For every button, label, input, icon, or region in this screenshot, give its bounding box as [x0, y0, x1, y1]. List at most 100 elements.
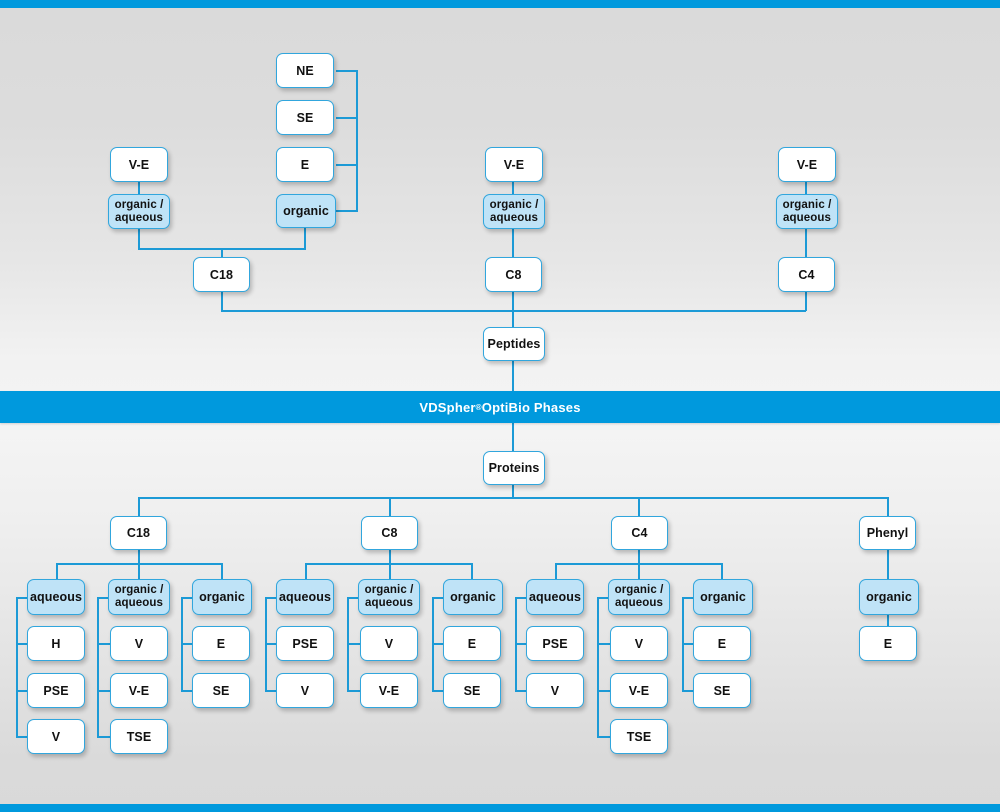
node-label: E [467, 636, 477, 651]
node-c8-top[interactable]: C8 [485, 257, 542, 292]
node-label: SE [212, 683, 230, 698]
connector [432, 597, 445, 599]
node-organic-aqueous-c4-top[interactable]: organic / aqueous [776, 194, 838, 229]
connector [221, 563, 223, 580]
node-se[interactable]: SE [276, 100, 334, 135]
connector [97, 643, 110, 645]
node-label: C18 [126, 526, 151, 540]
node-se-c8-organic[interactable]: SE [443, 673, 501, 708]
node-e-c4-organic[interactable]: E [693, 626, 751, 661]
connector [265, 690, 278, 692]
connector [887, 615, 889, 628]
node-ve-c18-top[interactable]: V-E [110, 147, 168, 182]
node-proteins[interactable]: Proteins [483, 451, 545, 485]
connector [336, 164, 358, 166]
node-organic-aqueous-c8-top[interactable]: organic / aqueous [483, 194, 545, 229]
node-c8-bottom[interactable]: C8 [361, 516, 418, 550]
node-aqueous-c18[interactable]: aqueous [27, 579, 85, 615]
node-v-c18-aqueous[interactable]: V [27, 719, 85, 754]
connector [221, 291, 223, 311]
node-tse-c4-organic-aqueous[interactable]: TSE [610, 719, 668, 754]
node-label: PSE [292, 636, 318, 651]
node-ve-c4-top[interactable]: V-E [778, 147, 836, 182]
connector [555, 563, 557, 580]
node-tse-c18-organic-aqueous[interactable]: TSE [110, 719, 168, 754]
node-label: V-E [378, 683, 400, 698]
connector [805, 180, 807, 194]
node-label: organic / aqueous [114, 198, 164, 224]
node-label: SE [463, 683, 481, 698]
node-ve-c4-organic-aqueous[interactable]: V-E [610, 673, 668, 708]
node-c18-bottom[interactable]: C18 [110, 516, 167, 550]
node-pse-c8-aqueous[interactable]: PSE [276, 626, 334, 661]
connector [597, 690, 610, 692]
node-label: Peptides [487, 337, 541, 351]
node-organic-phenyl[interactable]: organic [859, 579, 919, 615]
node-aqueous-c4[interactable]: aqueous [526, 579, 584, 615]
node-e-c18-organic[interactable]: E [192, 626, 250, 661]
connector [138, 550, 140, 564]
connector [805, 228, 807, 260]
connector [138, 563, 140, 580]
connector [515, 597, 528, 599]
node-c4-top[interactable]: C4 [778, 257, 835, 292]
node-c4-bottom[interactable]: C4 [611, 516, 668, 550]
node-organic-aqueous-c18-top[interactable]: organic / aqueous [108, 194, 170, 229]
node-e-c8-organic[interactable]: E [443, 626, 501, 661]
registered-mark-icon: ® [475, 402, 482, 412]
connector [638, 563, 640, 580]
node-pse-c4-aqueous[interactable]: PSE [526, 626, 584, 661]
node-e[interactable]: E [276, 147, 334, 182]
node-label: C8 [381, 526, 398, 540]
connector [97, 690, 110, 692]
node-organic-aqueous-c8[interactable]: organic / aqueous [358, 579, 420, 615]
node-label: organic [866, 590, 912, 604]
node-label: TSE [126, 729, 152, 744]
connector [304, 228, 306, 249]
node-organic-c18-top[interactable]: organic [276, 194, 336, 228]
banner-text-after: OptiBio Phases [481, 399, 581, 415]
node-v-c4-aqueous[interactable]: V [526, 673, 584, 708]
connector [16, 597, 29, 599]
node-peptides[interactable]: Peptides [483, 327, 545, 361]
connector [389, 563, 391, 580]
connector [512, 485, 514, 498]
connector [347, 597, 360, 599]
node-se-c4-organic[interactable]: SE [693, 673, 751, 708]
node-label: C8 [505, 267, 522, 282]
connector [597, 597, 610, 599]
node-e-phenyl-organic[interactable]: E [859, 626, 917, 661]
connector [887, 497, 889, 516]
connector [221, 310, 806, 312]
node-aqueous-c8[interactable]: aqueous [276, 579, 334, 615]
connector [347, 643, 360, 645]
node-se-c18-organic[interactable]: SE [192, 673, 250, 708]
node-v-c8-aqueous[interactable]: V [276, 673, 334, 708]
connector [512, 291, 514, 327]
node-ve-c8-organic-aqueous[interactable]: V-E [360, 673, 418, 708]
node-ve-c18-organic-aqueous[interactable]: V-E [110, 673, 168, 708]
node-v-c18-organic-aqueous[interactable]: V [110, 626, 168, 661]
connector [515, 643, 528, 645]
node-h-c18-aqueous[interactable]: H [27, 626, 85, 661]
node-c18-top[interactable]: C18 [193, 257, 250, 292]
connector [97, 597, 110, 599]
node-organic-c18[interactable]: organic [192, 579, 252, 615]
node-organic-aqueous-c4[interactable]: organic / aqueous [608, 579, 670, 615]
node-v-c4-organic-aqueous[interactable]: V [610, 626, 668, 661]
banner-text-before: VDSpher [419, 399, 476, 415]
node-pse-c18-aqueous[interactable]: PSE [27, 673, 85, 708]
connector [638, 497, 640, 516]
connector [597, 643, 610, 645]
connector [265, 643, 278, 645]
node-organic-aqueous-c18[interactable]: organic / aqueous [108, 579, 170, 615]
node-organic-c8[interactable]: organic [443, 579, 503, 615]
node-label: V-E [128, 683, 150, 698]
node-organic-c4[interactable]: organic [693, 579, 753, 615]
connector [597, 736, 610, 738]
node-ne[interactable]: NE [276, 53, 334, 88]
node-phenyl-bottom[interactable]: Phenyl [859, 516, 916, 550]
node-v-c8-organic-aqueous[interactable]: V [360, 626, 418, 661]
node-ve-c8-top[interactable]: V-E [485, 147, 543, 182]
